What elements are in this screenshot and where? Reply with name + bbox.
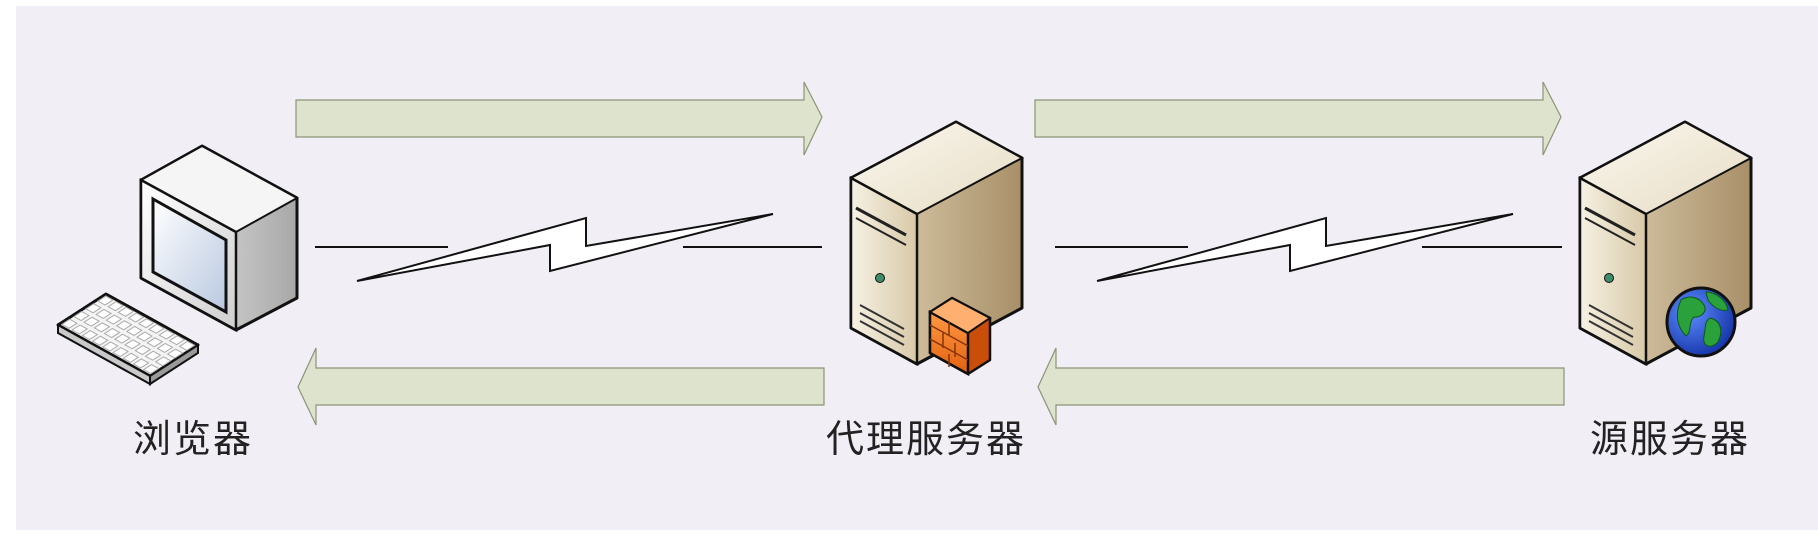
arrow-proxy-to-origin	[1034, 81, 1562, 156]
keyboard-key	[127, 312, 145, 323]
keyboard-key	[112, 347, 129, 358]
globe-icon	[1665, 286, 1737, 358]
keyboard-key	[122, 352, 140, 363]
keyboard-key	[156, 342, 174, 354]
keyboard-key	[103, 327, 121, 339]
link-browser-proxy	[315, 213, 822, 282]
proxy-server-label: 代理服务器	[826, 417, 1027, 461]
keyboard-key	[132, 358, 150, 369]
arrow-browser-to-proxy	[295, 81, 823, 156]
keyboard-key	[125, 325, 143, 337]
keyboard-key	[166, 348, 184, 359]
keyboard-key	[93, 322, 111, 333]
keyboard-key	[113, 333, 131, 344]
server-firewall-icon	[848, 120, 1025, 377]
keyboard-key	[107, 301, 125, 312]
keyboard-key	[71, 324, 89, 335]
web-server-icon	[1577, 120, 1754, 367]
link-proxy-origin	[1055, 213, 1562, 282]
keyboard-key	[137, 318, 155, 329]
keyboard-key	[178, 340, 196, 351]
browser-label: 浏览器	[133, 417, 254, 461]
desktop-computer-icon	[56, 144, 300, 386]
keyboard-key	[72, 310, 90, 322]
arrow-proxy-to-browser	[297, 347, 825, 426]
keyboard-key	[105, 314, 123, 325]
keyboard-key	[142, 364, 160, 375]
keyboard-key	[158, 329, 176, 340]
keyboard-key	[84, 303, 102, 314]
keyboard-key	[136, 331, 153, 342]
keyboard-key	[91, 335, 109, 346]
keyboard-key	[81, 330, 99, 341]
keyboard-key	[146, 337, 164, 348]
keyboard-key	[115, 320, 133, 331]
keyboard-key	[144, 350, 162, 361]
keyboard-key	[154, 356, 172, 367]
keyboard-key	[101, 341, 119, 352]
arrow-origin-to-proxy	[1037, 347, 1565, 426]
keyboard-key	[134, 344, 152, 356]
keyboard-key	[95, 308, 113, 320]
keyboard-key	[60, 318, 78, 329]
keyboard-key	[148, 323, 165, 334]
keyboard-key	[96, 295, 114, 306]
origin-server-label: 源服务器	[1590, 417, 1751, 461]
keyboard-key	[124, 339, 141, 350]
keyboard-key	[83, 316, 101, 327]
keyboard-key	[117, 306, 135, 317]
keyboard-key	[168, 335, 186, 346]
